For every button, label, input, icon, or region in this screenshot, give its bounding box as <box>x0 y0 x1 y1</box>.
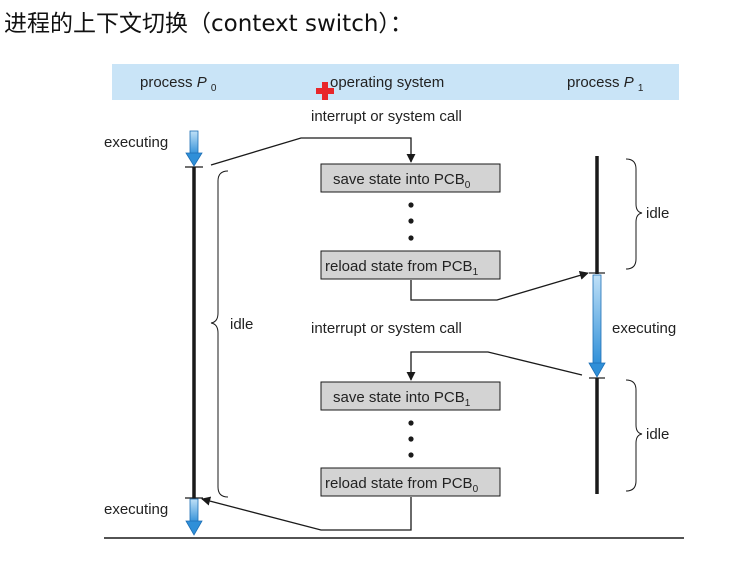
ellipsis-dots-upper <box>408 202 414 241</box>
svg-text:save state into PCB1: save state into PCB1 <box>333 389 471 409</box>
p1-idle-label-top: idle <box>646 205 669 222</box>
ellipsis-dots-lower <box>408 420 414 458</box>
p0-executing-arrow-bottom <box>185 498 203 536</box>
header-process-p0: process P 0 <box>140 74 217 94</box>
step-box-reload-pcb0: reload state from PCB0 <box>320 467 501 497</box>
interrupt-label-1: interrupt or system call <box>311 108 462 125</box>
p0-executing-label-bottom: executing <box>104 501 168 518</box>
header-operating-system: operating system <box>330 74 444 91</box>
svg-text:reload state from PCB1: reload state from PCB1 <box>325 258 479 278</box>
arrow-p1-to-os <box>406 351 583 381</box>
p0-executing-label-top: executing <box>104 134 168 151</box>
svg-text:save state into PCB0: save state into PCB0 <box>333 171 471 191</box>
header-process-p1: process P 1 <box>567 74 644 94</box>
step-box-save-pcb0: save state into PCB0 <box>320 163 501 193</box>
p0-idle-label: idle <box>230 316 253 333</box>
p0-executing-arrow-top <box>185 130 203 167</box>
header-band <box>112 64 679 100</box>
red-plus-cursor-icon <box>316 82 334 100</box>
slide-title: 进程的上下文切换（context switch）： <box>4 11 413 37</box>
arrow-p0-to-os <box>210 137 416 166</box>
p1-idle-brace-bottom <box>625 379 643 492</box>
arrow-os-to-p1 <box>410 270 589 301</box>
p1-executing-arrow <box>588 274 606 378</box>
p0-idle-brace <box>210 170 229 498</box>
step-box-save-pcb1: save state into PCB1 <box>320 381 501 411</box>
interrupt-label-2: interrupt or system call <box>311 320 462 337</box>
p1-idle-brace-top <box>625 158 643 270</box>
p1-executing-label: executing <box>612 320 676 337</box>
step-box-reload-pcb1: reload state from PCB1 <box>320 250 501 280</box>
arrow-os-to-p0 <box>201 496 412 531</box>
p1-idle-label-bottom: idle <box>646 426 669 443</box>
svg-text:reload state from PCB0: reload state from PCB0 <box>325 475 479 495</box>
